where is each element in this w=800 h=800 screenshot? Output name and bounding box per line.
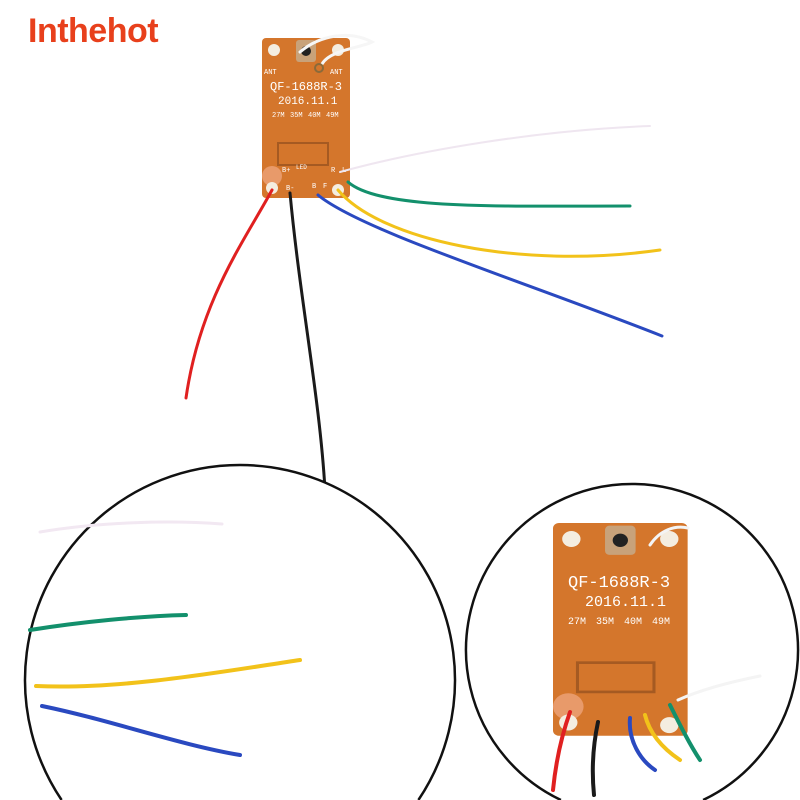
freq-40: 40M	[308, 112, 321, 120]
ant-left-label: ANT	[264, 69, 277, 77]
detail-freq-40: 40M	[624, 617, 642, 628]
detail-circle-board: QF-1688R-3 2016.11.1 27M 35M 40M 49M	[464, 482, 800, 800]
detail-freq-35: 35M	[596, 617, 614, 628]
white-wire	[339, 125, 651, 173]
detail-circle-wires	[23, 463, 457, 800]
main-board: ANT ANT QF-1688R-3 2016.11.1 27M 35M 40M…	[261, 37, 351, 199]
detail-freq-27: 27M	[568, 617, 586, 628]
freq-35: 35M	[290, 112, 303, 120]
blue-wire	[316, 193, 664, 338]
freq-27: 27M	[272, 112, 285, 120]
model-label: QF-1688R-3	[270, 80, 342, 94]
freq-49: 49M	[326, 112, 339, 120]
pin-f: F	[323, 183, 327, 191]
detail-model-label: QF-1688R-3	[568, 574, 670, 593]
detail-date-label: 2016.11.1	[585, 594, 666, 611]
ant-right-label: ANT	[330, 69, 343, 77]
pin-led: LED	[296, 164, 307, 171]
pin-r: R	[331, 167, 336, 175]
pin-b-plus: B+	[282, 167, 290, 175]
green-wire	[346, 180, 632, 208]
date-label: 2016.11.1	[278, 96, 338, 108]
detail-freq-49: 49M	[652, 617, 670, 628]
antenna-ring	[314, 63, 324, 73]
yellow-wire	[336, 188, 662, 258]
brand-watermark: Inthehot	[28, 12, 159, 50]
red-wire	[184, 188, 274, 400]
antenna-wire	[298, 33, 376, 66]
pin-b-minus: B-	[286, 185, 294, 193]
black-wire	[288, 191, 327, 492]
pin-b: B	[312, 183, 316, 191]
left-magnifier-outline	[23, 463, 457, 800]
main-wires	[184, 33, 664, 492]
